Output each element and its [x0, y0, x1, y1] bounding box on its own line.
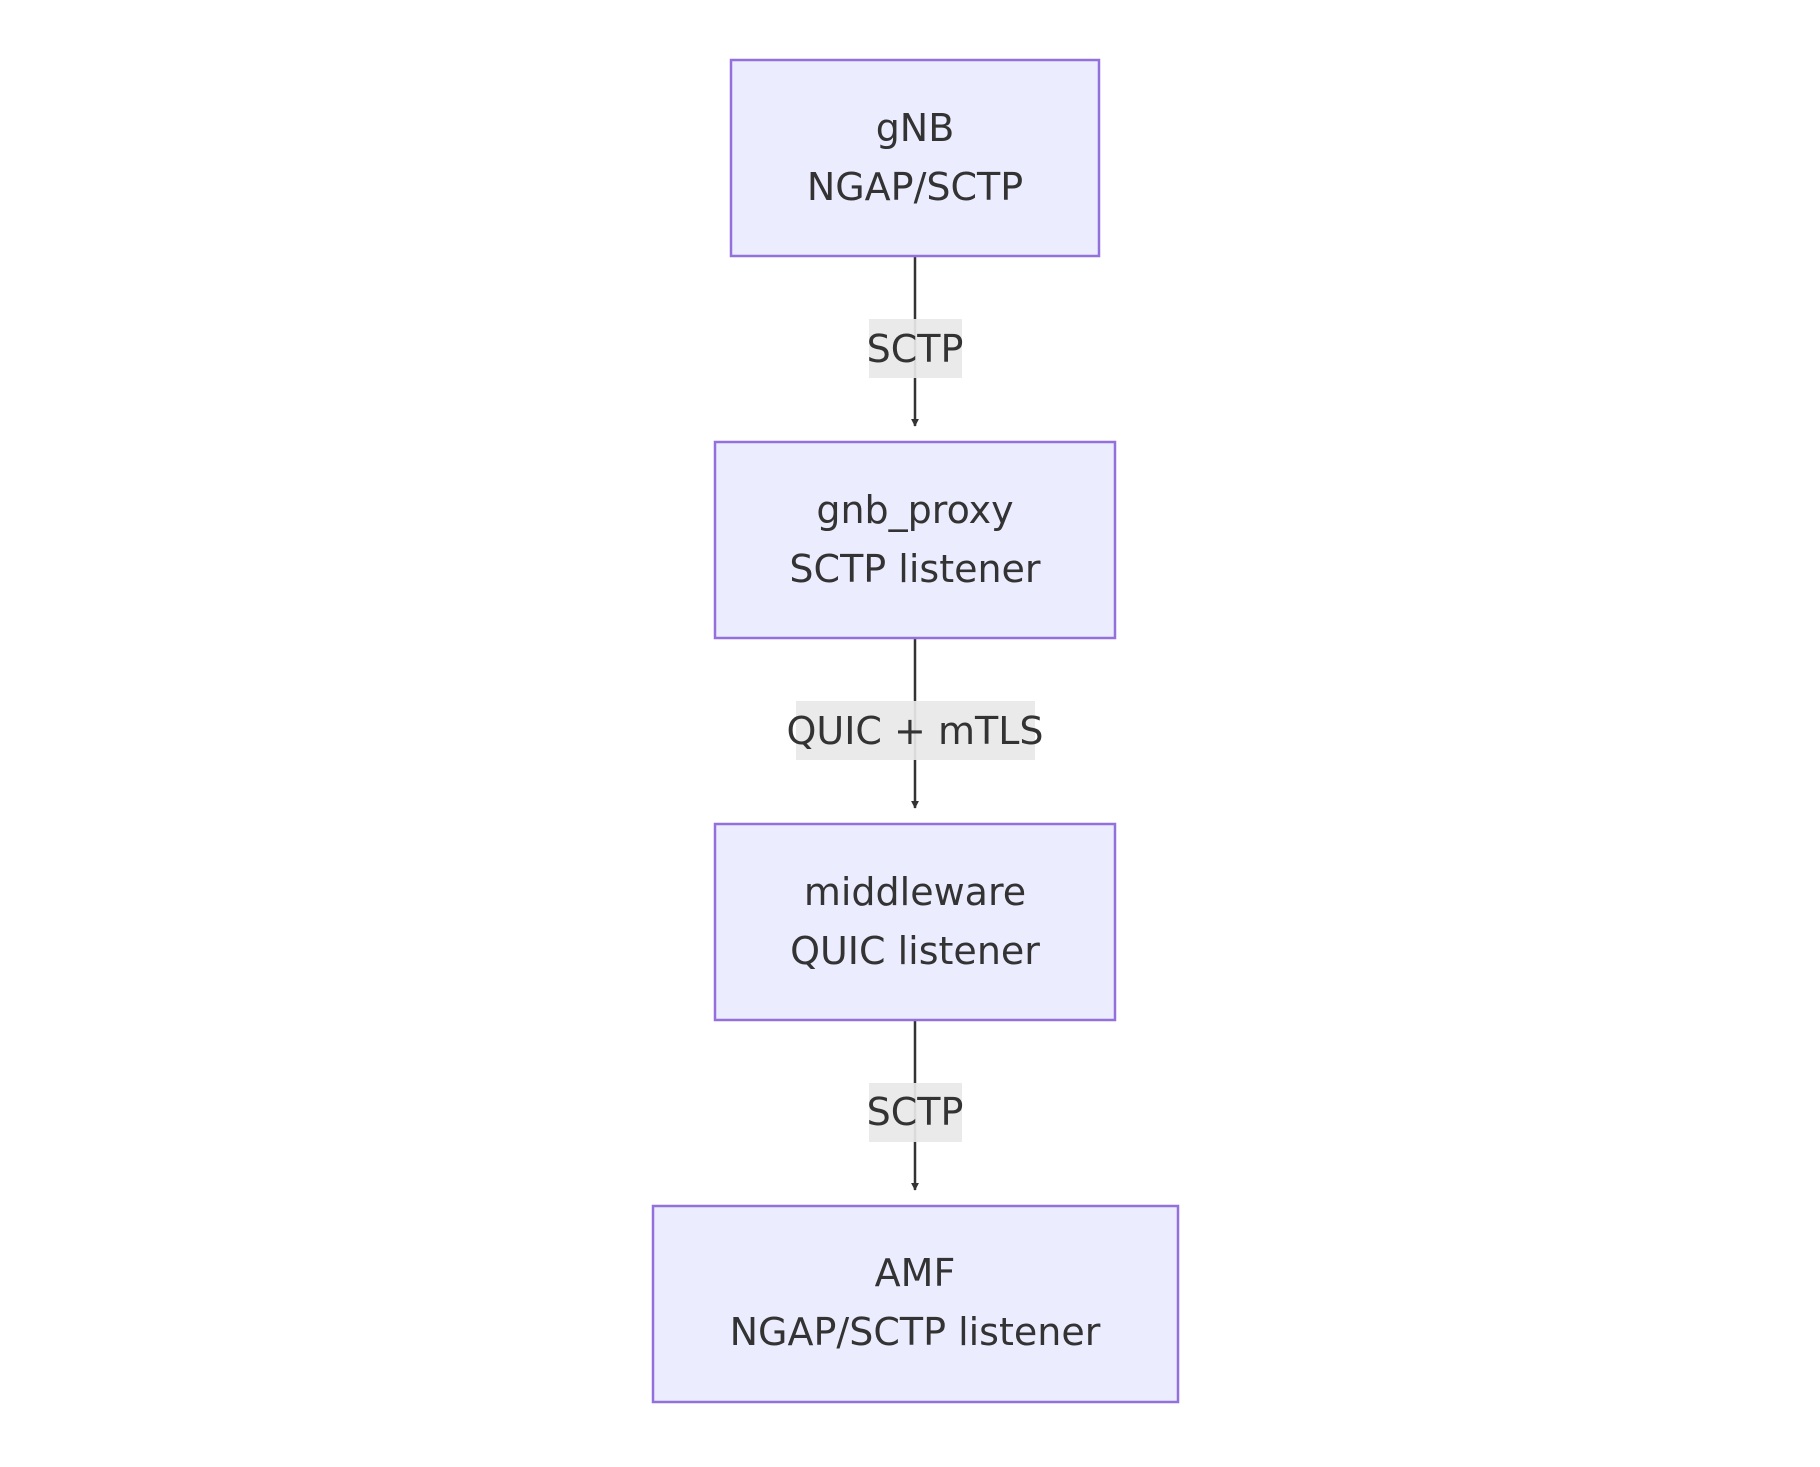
edge-label: SCTP: [867, 1090, 964, 1134]
node-middleware: middleware QUIC listener: [713, 822, 1117, 1022]
edge-label-background: [796, 701, 1035, 760]
node-box: [729, 58, 1101, 258]
node-subtitle: SCTP listener: [789, 547, 1041, 591]
node-gnb: gNB NGAP/SCTP: [729, 58, 1101, 258]
node-subtitle: NGAP/SCTP: [807, 165, 1023, 209]
edge-gnb-to-gnb-proxy: SCTP: [867, 256, 964, 427]
edge-label-background: [869, 1083, 962, 1142]
edge-label: SCTP: [867, 327, 964, 371]
node-box: [651, 1204, 1180, 1404]
edge-middleware-to-amf: SCTP: [867, 1020, 964, 1191]
node-gnb-proxy: gnb_proxy SCTP listener: [713, 440, 1117, 640]
node-amf: AMF NGAP/SCTP listener: [651, 1204, 1180, 1404]
node-box: [713, 822, 1117, 1022]
node-subtitle: NGAP/SCTP listener: [730, 1310, 1101, 1354]
node-title: AMF: [875, 1251, 956, 1295]
node-subtitle: QUIC listener: [790, 929, 1040, 973]
node-title: gnb_proxy: [816, 488, 1013, 532]
node-title: gNB: [876, 106, 955, 150]
edge-label: QUIC + mTLS: [787, 709, 1044, 753]
node-title: middleware: [804, 870, 1026, 914]
edge-gnb-proxy-to-middleware: QUIC + mTLS: [787, 638, 1044, 809]
edge-label-background: [869, 319, 962, 378]
node-box: [713, 440, 1117, 640]
